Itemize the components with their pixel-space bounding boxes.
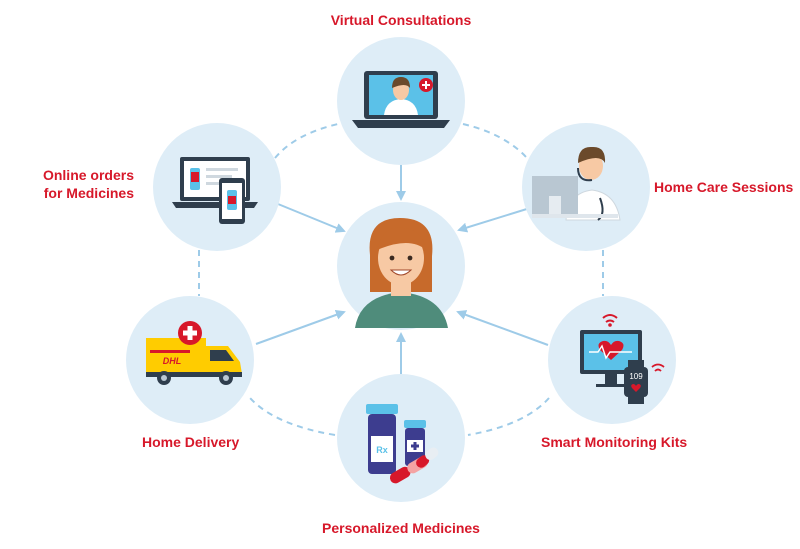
label-personalized-medicines: Personalized Medicines [322, 520, 480, 536]
patient-woman-icon [355, 218, 448, 328]
arrow-from-top-left [277, 203, 346, 233]
label-home-care-sessions: Home Care Sessions [654, 179, 794, 195]
arrow-from-bottom-left [255, 310, 346, 345]
laptop-phone-pharmacy-icon [172, 157, 258, 224]
van-brand: DHL [163, 356, 182, 366]
arrows [255, 165, 549, 374]
label-online-orders: Online orders for Medicines [42, 167, 134, 201]
laptop-doctor-icon [352, 71, 450, 128]
arrow-from-bottom-right [456, 310, 549, 346]
label-home-delivery: Home Delivery [142, 434, 240, 450]
bottle-mark: Rx [376, 445, 388, 455]
circle-personalized-medicines [337, 374, 465, 502]
medicine-bottles-icon: Rx [366, 404, 439, 484]
ring-connectors [198, 123, 604, 436]
watch-reading: 109 [629, 372, 643, 381]
connector-bottom-left [249, 397, 336, 436]
delivery-van-icon: DHL [146, 321, 242, 385]
monitor-smartwatch-icon: 109 [580, 314, 665, 404]
label-virtual-consultations: Virtual Consultations [330, 12, 472, 28]
arrow-from-top-right [457, 207, 531, 233]
connector-top-right [462, 123, 528, 159]
label-smart-monitoring-kits: Smart Monitoring Kits [541, 434, 688, 450]
connector-bottom-right [467, 397, 550, 436]
connector-top-left [274, 123, 339, 159]
doctor-headset-icon [532, 146, 621, 221]
